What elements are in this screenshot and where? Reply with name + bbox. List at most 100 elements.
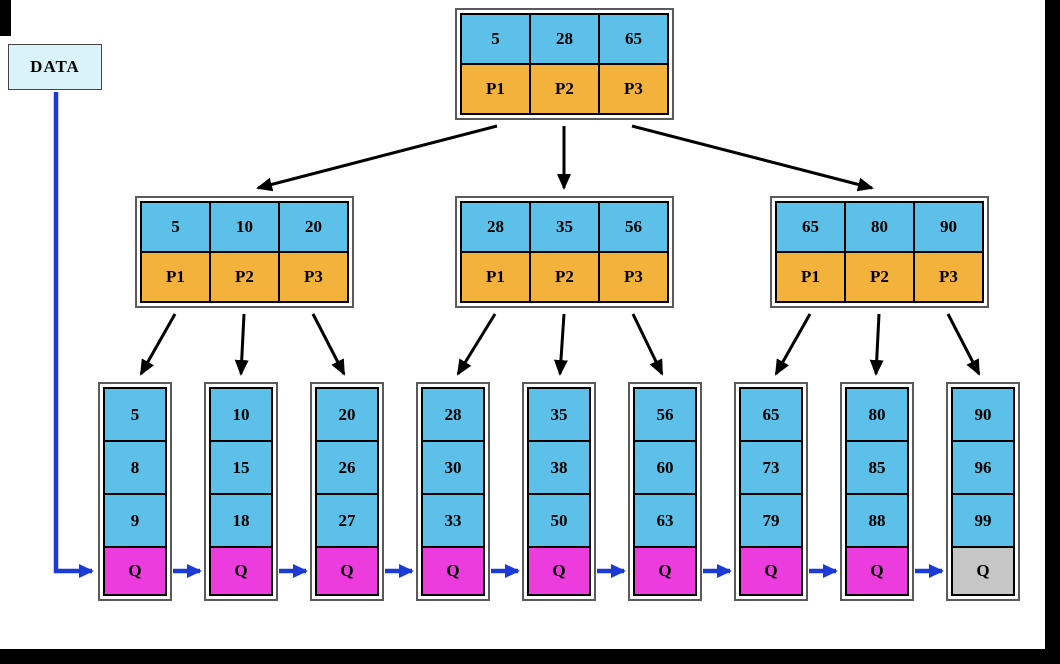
queue-cell-last: Q <box>951 546 1015 596</box>
value-cell: 56 <box>633 387 697 442</box>
internal-node-2: 65 80 90 P1 P2 P3 <box>770 196 989 308</box>
internal-key-row: 5 10 20 <box>140 201 349 253</box>
value-cell: 15 <box>209 440 273 495</box>
value-cell: 99 <box>951 493 1015 548</box>
queue-cell: Q <box>527 546 591 596</box>
root-child-arrows <box>256 124 874 192</box>
key-cell: 28 <box>460 201 531 253</box>
internal-pointer-row: P1 P2 P3 <box>460 251 669 303</box>
leaf-node-2: 20 26 27 Q <box>310 382 384 601</box>
value-cell: 50 <box>527 493 591 548</box>
leaf-node-4: 35 38 50 Q <box>522 382 596 601</box>
queue-cell: Q <box>209 546 273 596</box>
arrow-to-leaf-8 <box>946 313 981 376</box>
value-cell: 30 <box>421 440 485 495</box>
internal-pointer-row: P1 P2 P3 <box>775 251 984 303</box>
pointer-cell: P3 <box>278 251 349 303</box>
value-cell: 38 <box>527 440 591 495</box>
queue-cell: Q <box>315 546 379 596</box>
arrow-to-leaf-4 <box>553 313 568 376</box>
internal-leaf-arrows <box>139 313 981 376</box>
value-cell: 90 <box>951 387 1015 442</box>
data-source-label: DATA <box>30 57 80 76</box>
pointer-cell: P1 <box>775 251 846 303</box>
value-cell: 63 <box>633 493 697 548</box>
arrow-to-leaf-6 <box>774 313 812 376</box>
value-cell: 33 <box>421 493 485 548</box>
value-cell: 26 <box>315 440 379 495</box>
leaf-node-0: 5 8 9 Q <box>98 382 172 601</box>
root-pointer-row: P1 P2 P3 <box>460 63 669 115</box>
key-cell: 80 <box>844 201 915 253</box>
pointer-cell: P2 <box>529 251 600 303</box>
value-cell: 27 <box>315 493 379 548</box>
value-cell: 73 <box>739 440 803 495</box>
arrow-to-leaf-1 <box>234 313 249 376</box>
value-cell: 18 <box>209 493 273 548</box>
queue-cell: Q <box>421 546 485 596</box>
arrow-to-leaf-7 <box>869 313 884 376</box>
arrow-root-to-internal-0 <box>256 124 498 192</box>
internal-key-row: 28 35 56 <box>460 201 669 253</box>
internal-node-1: 28 35 56 P1 P2 P3 <box>455 196 674 308</box>
value-cell: 10 <box>209 387 273 442</box>
leaf-node-6: 65 73 79 Q <box>734 382 808 601</box>
root-node: 5 28 65 P1 P2 P3 <box>455 8 674 120</box>
key-cell: 20 <box>278 201 349 253</box>
value-cell: 96 <box>951 440 1015 495</box>
leaf-node-3: 28 30 33 Q <box>416 382 490 601</box>
arrow-root-to-internal-2 <box>631 124 874 192</box>
right-edge-strip <box>1045 0 1060 664</box>
pointer-cell: P2 <box>529 63 600 115</box>
bottom-edge-strip <box>0 649 1060 664</box>
value-cell: 88 <box>845 493 909 548</box>
value-cell: 5 <box>103 387 167 442</box>
arrow-to-leaf-2 <box>311 313 346 376</box>
pointer-cell: P1 <box>140 251 211 303</box>
key-cell: 5 <box>460 13 531 65</box>
leaf-node-8: 90 96 99 Q <box>946 382 1020 601</box>
key-cell: 28 <box>529 13 600 65</box>
value-cell: 80 <box>845 387 909 442</box>
queue-cell: Q <box>103 546 167 596</box>
queue-cell: Q <box>845 546 909 596</box>
queue-cell: Q <box>739 546 803 596</box>
value-cell: 35 <box>527 387 591 442</box>
pointer-cell: P1 <box>460 63 531 115</box>
leaf-node-7: 80 85 88 Q <box>840 382 914 601</box>
key-cell: 65 <box>598 13 669 65</box>
value-cell: 85 <box>845 440 909 495</box>
value-cell: 20 <box>315 387 379 442</box>
key-cell: 35 <box>529 201 600 253</box>
arrow-to-leaf-3 <box>456 313 497 376</box>
data-feed-arrow <box>53 92 94 578</box>
internal-pointer-row: P1 P2 P3 <box>140 251 349 303</box>
pointer-cell: P2 <box>844 251 915 303</box>
key-cell: 56 <box>598 201 669 253</box>
leaf-node-5: 56 60 63 Q <box>628 382 702 601</box>
pointer-cell: P3 <box>913 251 984 303</box>
pointer-cell: P3 <box>598 251 669 303</box>
pointer-cell: P1 <box>460 251 531 303</box>
pointer-cell: P3 <box>598 63 669 115</box>
data-source-box: DATA <box>8 44 102 90</box>
value-cell: 9 <box>103 493 167 548</box>
value-cell: 8 <box>103 440 167 495</box>
key-cell: 90 <box>913 201 984 253</box>
arrow-to-leaf-5 <box>631 313 664 376</box>
key-cell: 5 <box>140 201 211 253</box>
queue-cell: Q <box>633 546 697 596</box>
value-cell: 79 <box>739 493 803 548</box>
key-cell: 10 <box>209 201 280 253</box>
value-cell: 65 <box>739 387 803 442</box>
value-cell: 60 <box>633 440 697 495</box>
leaf-node-1: 10 15 18 Q <box>204 382 278 601</box>
internal-key-row: 65 80 90 <box>775 201 984 253</box>
corner-edge-mark <box>0 0 11 36</box>
key-cell: 65 <box>775 201 846 253</box>
value-cell: 28 <box>421 387 485 442</box>
arrow-to-leaf-0 <box>139 313 177 376</box>
internal-node-0: 5 10 20 P1 P2 P3 <box>135 196 354 308</box>
root-key-row: 5 28 65 <box>460 13 669 65</box>
